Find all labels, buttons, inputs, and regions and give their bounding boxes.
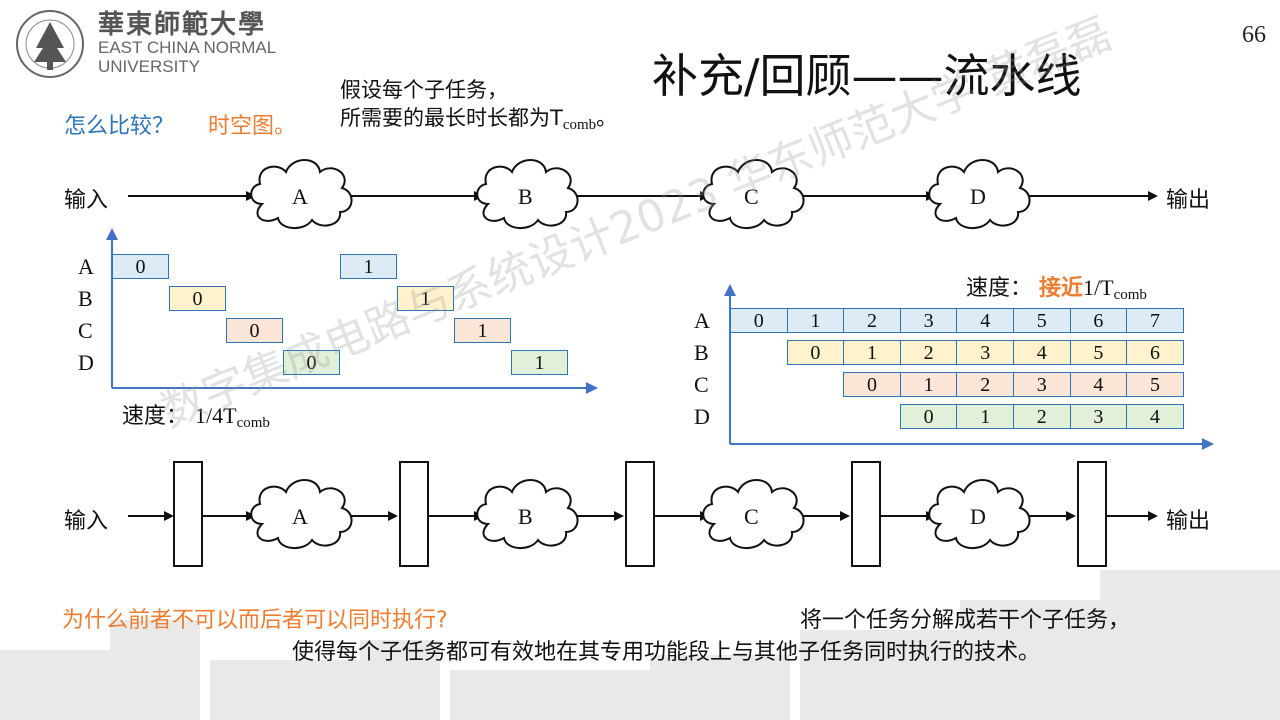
right-cell-row0-task3: 3	[899, 308, 958, 333]
left-speed-value: 1/4T	[195, 403, 237, 428]
left-cell-row3-task0: 0	[283, 350, 340, 375]
right-cell-row0-task5: 5	[1013, 308, 1071, 333]
left-cell-row0-task1: 1	[340, 254, 397, 279]
assumption-note: 假设每个子任务， 所需要的最长时长都为Tcomb。	[340, 76, 617, 139]
right-speed-prefix: 速度：	[966, 276, 1033, 301]
left-row-label-c: C	[78, 318, 93, 343]
right-cell-row3-task4: 4	[1126, 404, 1184, 429]
question-how-compare: 怎么比较？	[64, 114, 175, 139]
right-cell-row3-task3: 3	[1069, 404, 1128, 429]
assumption-line2-suffix: 。	[596, 106, 618, 130]
stage-label-a-top: A	[292, 184, 308, 209]
right-row-label-d: D	[694, 404, 710, 429]
assumption-line1: 假设每个子任务，	[340, 78, 508, 102]
stage-label-b-bottom: B	[518, 504, 533, 529]
right-cell-row0-task0: 0	[730, 308, 788, 333]
university-seal-logo	[16, 10, 84, 78]
output-label-top: 输出	[1166, 188, 1211, 213]
page-number: 66	[1242, 22, 1266, 48]
university-name-chinese: 華東師範大學	[98, 10, 267, 40]
right-cell-row2-task3: 3	[1013, 372, 1071, 397]
left-cell-row2-task1: 1	[454, 318, 511, 343]
stage-label-c-top: C	[744, 184, 759, 209]
left-speed-label: 速度： 1/4Tcomb	[122, 398, 270, 432]
bottom-question: 为什么前者不可以而后者可以同时执行?	[62, 608, 448, 633]
pipeline-register-5	[1077, 461, 1107, 567]
right-cell-row3-task1: 1	[956, 404, 1014, 429]
pipeline-register-3	[625, 461, 655, 567]
right-cell-row2-task0: 0	[843, 372, 901, 397]
left-cell-row0-task0: 0	[112, 254, 169, 279]
right-cell-row0-task4: 4	[956, 308, 1014, 333]
slide-title: 补充/回顾——流水线	[652, 49, 1082, 103]
stage-label-b-top: B	[518, 184, 533, 209]
assumption-line2: 所需要的最长时长都为Tcomb。	[340, 104, 617, 139]
right-cell-row0-task7: 7	[1126, 308, 1184, 333]
stage-label-a-bottom: A	[292, 504, 308, 529]
right-cell-row1-task5: 5	[1069, 340, 1128, 365]
right-cell-row2-task2: 2	[956, 372, 1014, 397]
left-row-label-a: A	[78, 254, 94, 279]
assumption-subscript: comb	[562, 117, 597, 133]
pipeline-register-4	[851, 461, 881, 567]
right-cell-row0-task2: 2	[843, 308, 901, 333]
right-row-label-c: C	[694, 372, 709, 397]
left-cell-row3-task1: 1	[511, 350, 568, 375]
right-speed-highlight: 接近	[1039, 276, 1084, 301]
left-cell-row2-task0: 0	[226, 318, 283, 343]
university-name-line1: EAST CHINA NORMAL	[98, 38, 277, 57]
right-cell-row1-task4: 4	[1013, 340, 1071, 365]
right-cell-row1-task0: 0	[786, 340, 845, 365]
left-cell-row1-task0: 0	[169, 286, 226, 311]
right-cell-row0-task6: 6	[1069, 308, 1128, 333]
right-cell-row3-task0: 0	[899, 404, 958, 429]
left-speed-subscript: comb	[236, 415, 270, 431]
stage-label-d-bottom: D	[970, 504, 986, 529]
output-label-bottom: 输出	[1166, 509, 1211, 534]
question-answer: 时空图。	[208, 114, 297, 139]
assumption-line2-prefix: 所需要的最长时长都为T	[340, 106, 563, 130]
right-cell-row1-task6: 6	[1126, 340, 1184, 365]
right-cell-row0-task1: 1	[786, 308, 845, 333]
left-row-label-d: D	[78, 350, 94, 375]
university-name-line2: UNIVERSITY	[98, 57, 201, 76]
right-cell-row2-task1: 1	[899, 372, 958, 397]
pipeline-definition-line2: 使得每个子任务都可有效地在其专用功能段上与其他子任务同时执行的技术。	[292, 640, 1041, 665]
right-cell-row1-task2: 2	[899, 340, 958, 365]
top-pipeline-flow	[128, 159, 1158, 230]
right-cell-row1-task3: 3	[956, 340, 1014, 365]
stage-label-d-top: D	[970, 184, 986, 209]
stage-label-c-bottom: C	[744, 504, 759, 529]
left-speed-prefix: 速度：	[122, 404, 189, 429]
left-row-label-b: B	[78, 286, 93, 311]
pipeline-register-1	[173, 461, 203, 567]
right-row-label-b: B	[694, 340, 709, 365]
right-speed-value: 1/T	[1083, 275, 1114, 300]
right-speed-subscript: comb	[1113, 287, 1147, 303]
right-cell-row2-task5: 5	[1126, 372, 1184, 397]
right-row-label-a: A	[694, 308, 710, 333]
input-label-top: 输入	[64, 188, 109, 213]
bottom-pipeline-flow	[128, 461, 1158, 567]
pipeline-register-2	[399, 461, 429, 567]
input-label-bottom: 输入	[64, 509, 109, 534]
right-speed-label: 速度： 接近1/Tcomb	[966, 270, 1147, 304]
right-cell-row2-task4: 4	[1069, 372, 1128, 397]
university-name-english: EAST CHINA NORMAL UNIVERSITY	[98, 38, 276, 76]
left-cell-row1-task1: 1	[397, 286, 454, 311]
background-campus-silhouette	[0, 570, 1280, 720]
pipeline-definition-line1: 将一个任务分解成若干个子任务，	[800, 608, 1131, 633]
right-cell-row3-task2: 2	[1013, 404, 1071, 429]
right-cell-row1-task1: 1	[843, 340, 901, 365]
